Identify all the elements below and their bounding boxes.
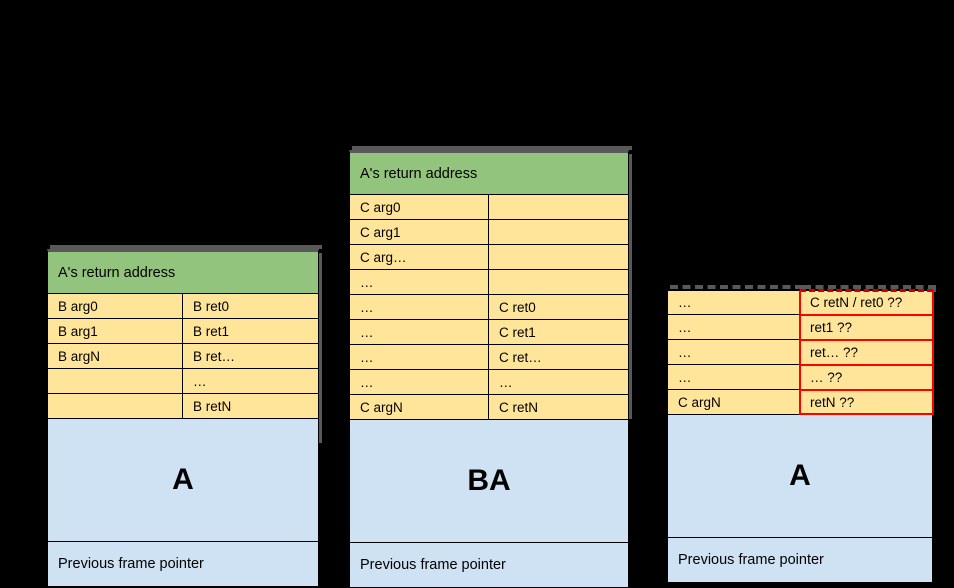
arg-cell: C argN xyxy=(349,395,489,420)
stack-top-shadow-left xyxy=(50,245,322,249)
previous-frame-pointer-row: Previous frame pointer xyxy=(47,542,319,587)
highlight-divider-4 xyxy=(801,389,932,391)
stack-diagram-middle: A's return address C arg0 C arg1 C arg… … xyxy=(349,146,632,588)
ret-cell xyxy=(489,245,629,270)
table-row: … C ret1 xyxy=(349,320,629,345)
table-row: C arg1 xyxy=(349,220,629,245)
table-row: … C ret… xyxy=(349,345,629,370)
ret-cell: B ret0 xyxy=(183,294,319,319)
arg-cell: C arg0 xyxy=(349,195,489,220)
table-row: C argN retN ?? xyxy=(667,390,933,415)
arg-cell: C arg1 xyxy=(349,220,489,245)
previous-frame-pointer-row: Previous frame pointer xyxy=(667,538,933,583)
stack-top-shadow-middle xyxy=(352,146,632,150)
highlight-top-dashed-border xyxy=(800,289,933,292)
ret-cell xyxy=(489,220,629,245)
table-row: C arg… xyxy=(349,245,629,270)
table-row: … … xyxy=(349,370,629,395)
ret-cell: B ret1 xyxy=(183,319,319,344)
table-row: C arg0 xyxy=(349,195,629,220)
table-row: … ret1 ?? xyxy=(667,315,933,340)
return-address-header-left: A's return address xyxy=(47,249,319,294)
table-row: … … ?? xyxy=(667,365,933,390)
table-row: B arg1 B ret1 xyxy=(47,319,319,344)
table-row: … xyxy=(47,369,319,394)
stack-top-shadow-right-outer xyxy=(803,285,936,289)
frame-body-label: A xyxy=(667,415,933,538)
ret-cell: C ret… xyxy=(489,345,629,370)
arg-cell: … xyxy=(349,345,489,370)
stack-diagram-right: … C retN / ret0 ?? … ret1 ?? … ret… ?? …… xyxy=(667,285,936,583)
arg-cell: … xyxy=(667,340,800,365)
ret-cell: … xyxy=(183,369,319,394)
ret-cell xyxy=(489,195,629,220)
stack-diagram-left: A's return address B arg0 B ret0 B arg1 … xyxy=(47,245,322,587)
arg-cell xyxy=(47,394,183,419)
ret-cell: B ret… xyxy=(183,344,319,369)
stack-edge-shadow-left xyxy=(319,253,322,443)
frame-body-label: A xyxy=(47,419,319,542)
frame-body-label: BA xyxy=(349,420,629,543)
arg-cell: … xyxy=(349,320,489,345)
arg-cell: C arg… xyxy=(349,245,489,270)
ret-cell: C retN xyxy=(489,395,629,420)
highlight-divider-3 xyxy=(801,364,932,366)
ret-cell: retN ?? xyxy=(800,390,933,415)
table-row: B arg0 B ret0 xyxy=(47,294,319,319)
ret-cell: B retN xyxy=(183,394,319,419)
arg-cell: B argN xyxy=(47,344,183,369)
return-address-header-middle: A's return address xyxy=(349,150,629,195)
highlight-divider-2 xyxy=(801,339,932,341)
stack-edge-shadow-right xyxy=(933,286,936,292)
highlight-divider-1 xyxy=(801,314,932,316)
stack-top-shadow-right xyxy=(670,285,803,289)
ret-cell: … xyxy=(489,370,629,395)
ret-cell: C retN / ret0 ?? xyxy=(800,290,933,315)
table-row: … C retN / ret0 ?? xyxy=(667,290,933,315)
ret-cell: C ret1 xyxy=(489,320,629,345)
stack-edge-shadow-middle xyxy=(629,154,632,419)
table-row: B retN xyxy=(47,394,319,419)
arg-cell: … xyxy=(349,370,489,395)
table-row: … ret… ?? xyxy=(667,340,933,365)
arg-cell: … xyxy=(667,290,800,315)
table-row: C argN C retN xyxy=(349,395,629,420)
table-row: B argN B ret… xyxy=(47,344,319,369)
arg-cell: … xyxy=(349,270,489,295)
arg-cell: C argN xyxy=(667,390,800,415)
ret-cell: ret1 ?? xyxy=(800,315,933,340)
ret-cell: C ret0 xyxy=(489,295,629,320)
arg-cell: B arg0 xyxy=(47,294,183,319)
table-row: … C ret0 xyxy=(349,295,629,320)
arg-cell: … xyxy=(667,315,800,340)
previous-frame-pointer-row: Previous frame pointer xyxy=(349,543,629,588)
arg-cell xyxy=(47,369,183,394)
ret-cell xyxy=(489,270,629,295)
arg-cell: B arg1 xyxy=(47,319,183,344)
ret-cell: … ?? xyxy=(800,365,933,390)
arg-cell: … xyxy=(349,295,489,320)
table-row: … xyxy=(349,270,629,295)
ret-cell: ret… ?? xyxy=(800,340,933,365)
arg-cell: … xyxy=(667,365,800,390)
